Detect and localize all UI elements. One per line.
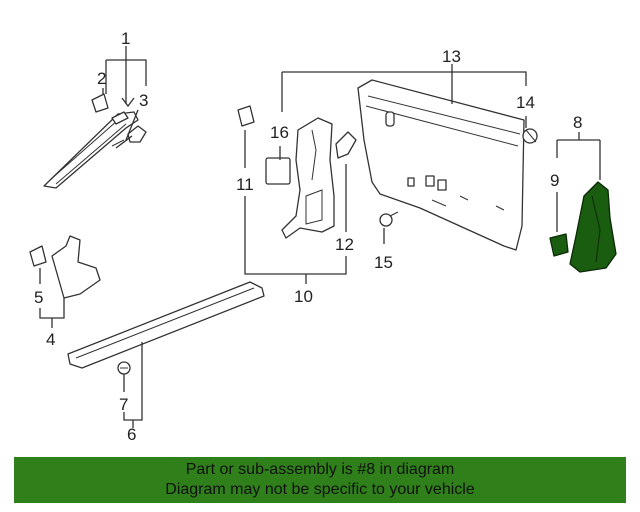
- callout-16: 16: [270, 123, 289, 142]
- leader-lines-10-11-12-16: [244, 130, 347, 284]
- part-11-clip[interactable]: [237, 105, 255, 127]
- callout-14: 14: [516, 93, 535, 112]
- callout-8: 8: [573, 113, 582, 132]
- part-1-pillar-trim[interactable]: [43, 111, 139, 189]
- callout-11: 11: [236, 175, 254, 194]
- part-6-sill-plate[interactable]: [67, 281, 265, 369]
- part-13-rear-panel-trim[interactable]: [357, 79, 525, 251]
- part-10-center-pillar-trim[interactable]: [281, 117, 335, 239]
- callout-15: 15: [374, 253, 393, 272]
- callout-9: 9: [550, 171, 559, 190]
- callout-10: 10: [294, 287, 313, 306]
- part-4-kick-panel[interactable]: [51, 235, 101, 299]
- part-14-clip[interactable]: [522, 128, 538, 144]
- info-banner: Part or sub-assembly is #8 in diagram Di…: [14, 457, 626, 503]
- callout-7: 7: [119, 395, 128, 414]
- part-15-screw[interactable]: [379, 211, 399, 227]
- part-9-clip-highlighted[interactable]: [549, 233, 569, 257]
- part-3-fastener[interactable]: [111, 125, 147, 147]
- parts-diagram: 1 2 3 5 4 7 6: [29, 29, 617, 444]
- leader-lines-4-5: [39, 268, 65, 328]
- part-7-screw[interactable]: [117, 361, 131, 375]
- leader-lines-1-2-3: [102, 46, 147, 149]
- part-16-cover[interactable]: [265, 157, 291, 185]
- callout-12: 12: [335, 235, 354, 254]
- part-5-clip[interactable]: [29, 245, 47, 267]
- callout-1: 1: [121, 29, 130, 48]
- callout-6: 6: [127, 425, 136, 444]
- banner-line-2: Diagram may not be specific to your vehi…: [165, 481, 475, 498]
- banner-line-1: Part or sub-assembly is #8 in diagram: [185, 461, 455, 478]
- part-2-clip[interactable]: [91, 93, 109, 113]
- part-12-cover[interactable]: [335, 131, 357, 159]
- leader-lines-13-14-15: [281, 64, 527, 244]
- part-8-pillar-trim-highlighted[interactable]: [569, 181, 617, 273]
- callout-3: 3: [139, 91, 148, 110]
- leader-lines-8-9: [556, 132, 601, 232]
- leader-lines-6-7: [123, 342, 143, 428]
- callout-2: 2: [97, 69, 106, 88]
- callout-13: 13: [442, 47, 461, 66]
- callout-4: 4: [46, 330, 55, 349]
- callout-5: 5: [34, 288, 43, 307]
